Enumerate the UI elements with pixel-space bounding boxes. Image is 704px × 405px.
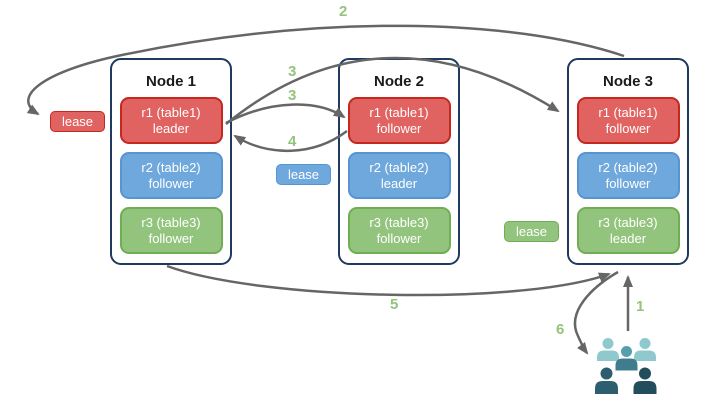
- replica-role: leader: [609, 230, 647, 246]
- replica-role: follower: [148, 175, 194, 191]
- replica-role: leader: [380, 175, 418, 191]
- step-label-4: 4: [288, 133, 297, 150]
- replica-name: r3 (table3): [369, 214, 429, 230]
- lease-badge-r2: lease: [276, 164, 331, 185]
- replica-name: r1 (table1): [141, 104, 201, 120]
- user-front-left: [595, 367, 618, 394]
- step-label-6: 6: [556, 321, 565, 338]
- replica-role: follower: [605, 175, 651, 191]
- node1-replica-r2: r2 (table2) follower: [119, 152, 223, 199]
- arrow-step-3-to-node2: [225, 103, 346, 125]
- step-label-2: 2: [339, 3, 348, 20]
- node3-title: Node 3: [602, 73, 653, 90]
- replica-name: r2 (table2): [141, 159, 201, 175]
- user-center: [615, 346, 638, 371]
- user-front-right: [633, 367, 657, 394]
- replica-name: r1 (table1): [598, 104, 658, 120]
- arrow-step-6: [573, 270, 619, 355]
- replica-role: follower: [376, 230, 422, 246]
- node2-box: Node 2 r1 (table1) follower r2 (table2) …: [338, 58, 460, 265]
- user-back-right: [634, 338, 656, 361]
- replica-name: r2 (table2): [598, 159, 658, 175]
- replica-name: r3 (table3): [141, 214, 201, 230]
- replica-role: follower: [148, 230, 194, 246]
- step-label-3a: 3: [288, 63, 297, 80]
- node3-box: Node 3 r1 (table1) follower r2 (table2) …: [567, 58, 689, 265]
- node3-replica-r2: r2 (table2) follower: [576, 152, 680, 199]
- node1-replica-r3: r3 (table3) follower: [119, 207, 223, 254]
- lease-badge-r3: lease: [504, 221, 559, 242]
- lease-badge-r1: lease: [50, 111, 105, 132]
- node1-replica-r1: r1 (table1) leader: [119, 97, 223, 144]
- node2-replica-r3: r3 (table3) follower: [347, 207, 451, 254]
- node2-replica-r1: r1 (table1) follower: [347, 97, 451, 144]
- node3-replica-r3: r3 (table3) leader: [576, 207, 680, 254]
- arrow-step-5: [166, 264, 611, 297]
- replica-role: follower: [605, 120, 651, 136]
- node2-replica-r2: r2 (table2) leader: [347, 152, 451, 199]
- node1-title: Node 1: [145, 73, 196, 90]
- user-back-left: [597, 338, 619, 361]
- replica-role: leader: [152, 120, 190, 136]
- replica-name: r2 (table2): [369, 159, 429, 175]
- replica-role: follower: [376, 120, 422, 136]
- node2-title: Node 2: [373, 73, 424, 90]
- node1-box: Node 1 r1 (table1) leader r2 (table2) fo…: [110, 58, 232, 265]
- step-label-1: 1: [636, 298, 645, 315]
- replica-name: r3 (table3): [598, 214, 658, 230]
- node3-replica-r1: r1 (table1) follower: [576, 97, 680, 144]
- step-label-5: 5: [390, 296, 399, 313]
- step-label-3b: 3: [288, 87, 297, 104]
- replica-name: r1 (table1): [369, 104, 429, 120]
- users-icon: [595, 338, 657, 394]
